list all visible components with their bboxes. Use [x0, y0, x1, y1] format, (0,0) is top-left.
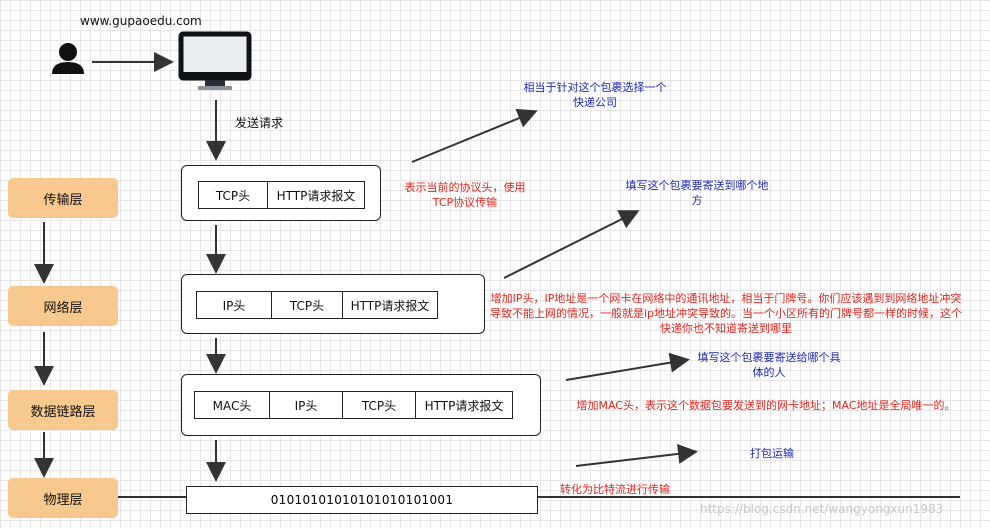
transport-packet-box: TCP头 HTTP请求报文 [181, 165, 381, 221]
site-url: www.gupaoedu.com [80, 14, 202, 28]
layer-transport: 传输层 [8, 178, 118, 218]
note-pack-ship: 打包运输 [750, 447, 794, 460]
note-fill-address: 填写这个包裹要寄送到哪个地方 [625, 179, 769, 207]
note-ip-desc: 增加IP头，IP地址是一个网卡在网络中的通讯地址，相当于门牌号。你们应该遇到到网… [489, 292, 963, 335]
arrow-annotation-address [503, 210, 640, 279]
packet-cell-ip-header: IP头 [269, 391, 343, 419]
watermark: https://blog.csdn.net/wangyongxun1983 [700, 502, 944, 516]
computer-monitor-icon [178, 31, 252, 90]
packet-cell-tcp-header: TCP头 [271, 291, 343, 319]
arrow-annotation-person [565, 352, 690, 381]
network-packet-box: IP头 TCP头 HTTP请求报文 [181, 274, 485, 334]
packet-cell-http-message: HTTP请求报文 [342, 291, 438, 319]
packet-cell-http-message: HTTP请求报文 [267, 181, 365, 209]
layer-datalink: 数据链路层 [8, 390, 118, 430]
packet-cell-tcp-header: TCP头 [198, 181, 268, 209]
note-courier: 相当于针对这个包裹选择一个快递公司 [523, 81, 667, 109]
layer-physical: 物理层 [8, 478, 118, 518]
datalink-packet-box: MAC头 IP头 TCP头 HTTP请求报文 [181, 374, 541, 436]
arrow-annotation-pack [575, 443, 698, 467]
arrow-annotation-courier [411, 108, 538, 163]
note-tcp-desc: 表示当前的协议头，使用TCP协议传输 [404, 181, 526, 209]
physical-bitstream-box: 01010101010101010101001 [186, 486, 538, 514]
packet-cell-tcp-header: TCP头 [342, 391, 416, 419]
layer-network: 网络层 [8, 286, 118, 326]
send-request-label: 发送请求 [235, 116, 284, 130]
note-fill-person: 填写这个包裹要寄送给哪个具体的人 [697, 351, 841, 379]
packet-cell-mac-header: MAC头 [194, 391, 270, 419]
packet-cell-http-message: HTTP请求报文 [415, 391, 513, 419]
note-bitstream: 转化为比特流进行传输 [560, 483, 670, 496]
note-mac-desc: 增加MAC头，表示这个数据包要发送到的网卡地址；MAC地址是全局唯一的。 [576, 399, 956, 412]
user-icon [52, 43, 84, 74]
bitstream-value: 01010101010101010101001 [270, 493, 454, 507]
packet-cell-ip-header: IP头 [196, 291, 272, 319]
